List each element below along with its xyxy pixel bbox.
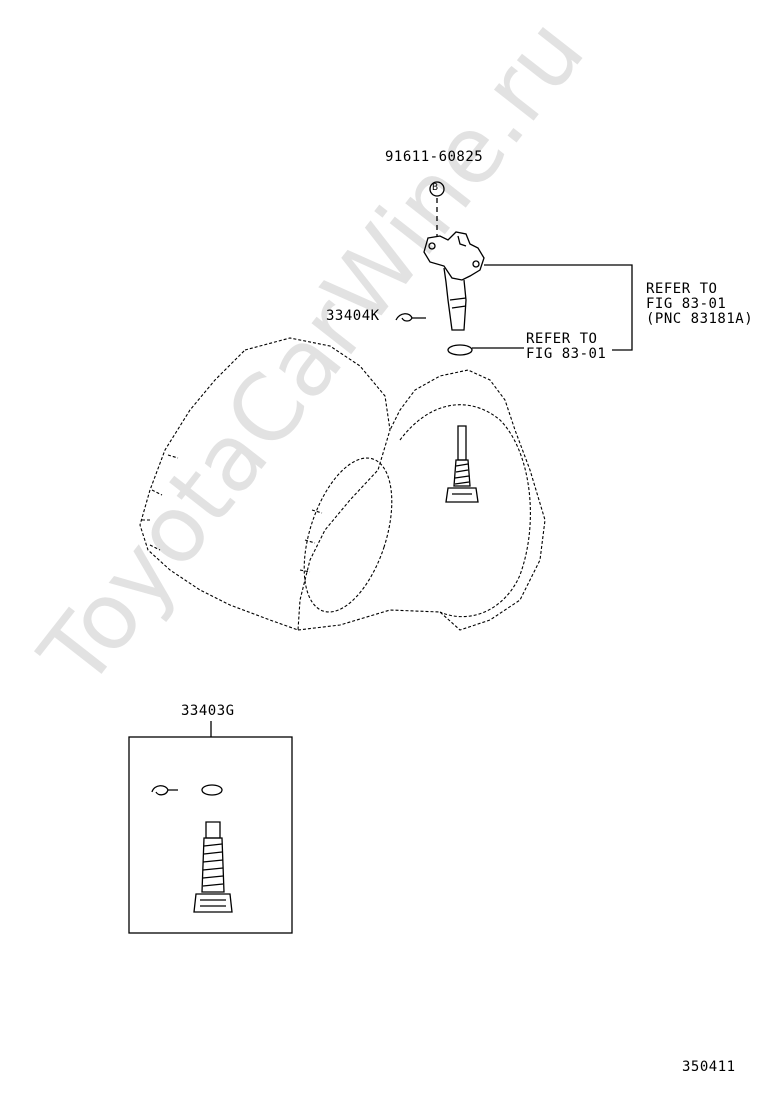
transaxle-housing: [139, 337, 546, 631]
o-ring: [447, 344, 473, 356]
figure-id: 350411: [682, 1059, 736, 1075]
sensor-ref-line3: (PNC 83181A): [646, 311, 754, 327]
kit-part-number: 33403G: [181, 703, 235, 719]
bolt-symbol-letter: B: [432, 182, 439, 193]
clip-part-number: 33404K: [326, 308, 380, 324]
kit-o-ring: [201, 784, 223, 796]
sensor-ref-line2: FIG 83-01: [646, 296, 727, 312]
bolt-part-number: 91611-60825: [385, 149, 484, 165]
bolt-symbol-circle: [429, 181, 445, 197]
kit-clip: [151, 785, 178, 796]
sensor-ref-leader: [484, 264, 633, 351]
clip-part: [395, 313, 426, 322]
kit-box: [128, 736, 293, 934]
kit-driven-gear: [193, 821, 233, 913]
sensor-ref-line1: REFER TO: [646, 281, 718, 297]
oring-ref-line1: REFER TO: [526, 331, 598, 347]
speed-sensor: [423, 231, 485, 331]
driven-gear-installed: [445, 425, 479, 503]
oring-ref-line2: FIG 83-01: [526, 346, 607, 362]
